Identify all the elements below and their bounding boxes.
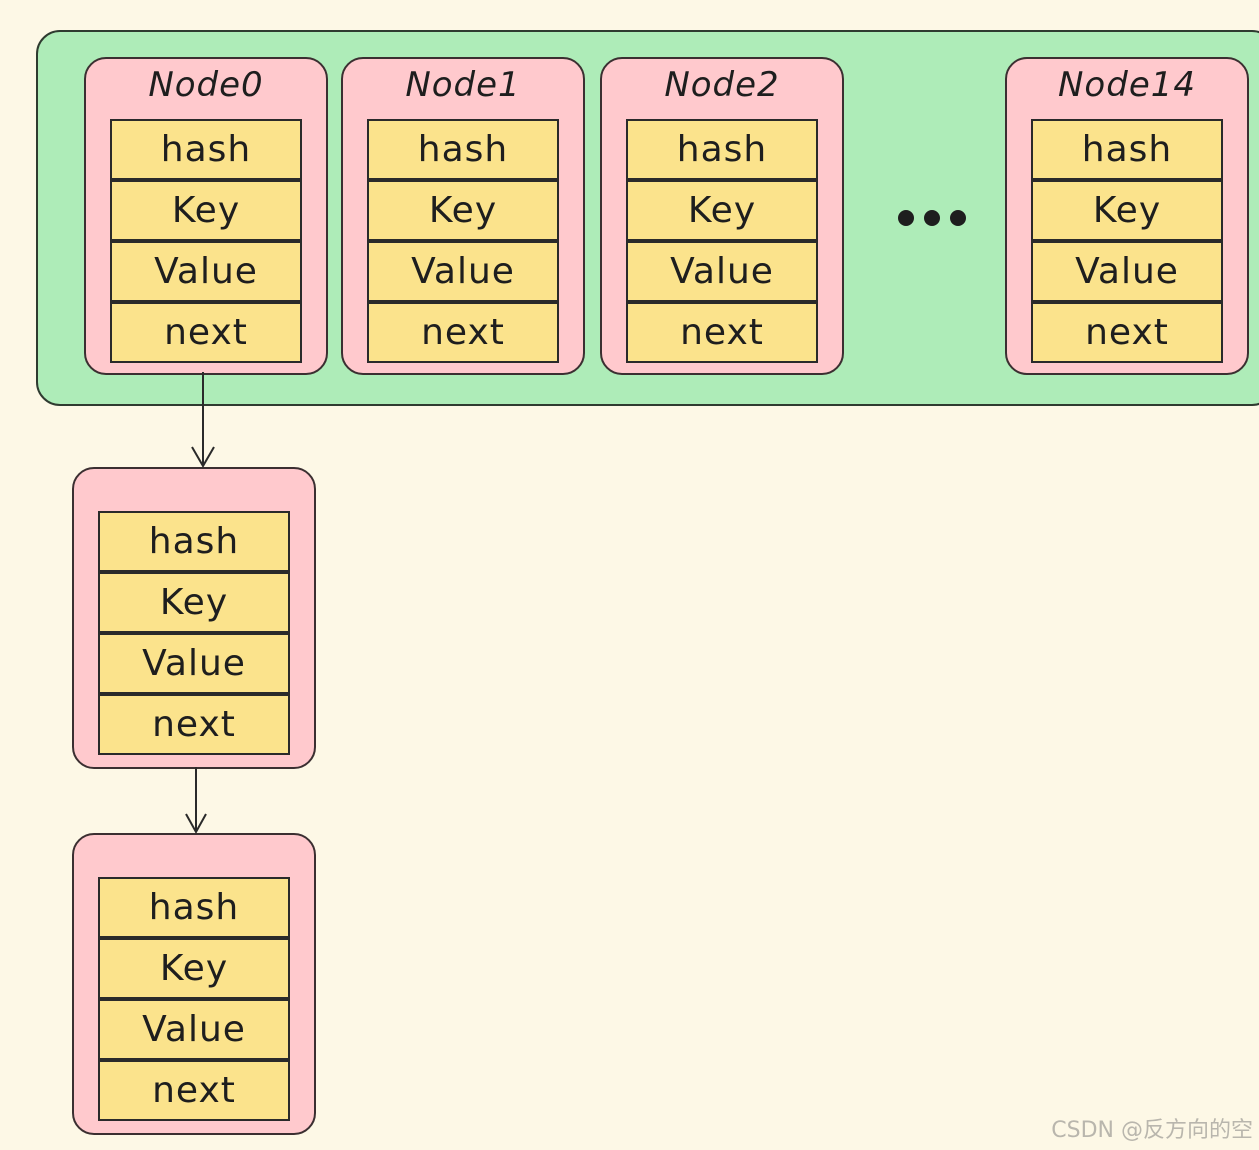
arrow-chain1-to-chain2 (185, 767, 207, 835)
field-value: Value (1031, 241, 1223, 302)
field-value: Value (367, 241, 559, 302)
field-key: Key (98, 572, 290, 633)
node-title: Node1 (405, 65, 521, 105)
field-hash: hash (367, 119, 559, 180)
node-title: Node2 (664, 65, 780, 105)
field-hash: hash (1031, 119, 1223, 180)
watermark: CSDN @反方向的空 (1051, 1118, 1253, 1143)
field-next: next (626, 302, 818, 363)
ellipsis-dot (950, 210, 966, 226)
field-hash: hash (626, 119, 818, 180)
ellipsis-dot (898, 210, 914, 226)
ellipsis-dot (924, 210, 940, 226)
field-next: next (110, 302, 302, 363)
array-node-2: Node2 hash Key Value next (600, 57, 844, 375)
ellipsis-icon (898, 210, 966, 226)
array-node-14: Node14 hash Key Value next (1005, 57, 1249, 375)
field-key: Key (110, 180, 302, 241)
arrow-node0-to-chain1 (191, 372, 215, 468)
field-hash: hash (110, 119, 302, 180)
chain-node-1: hash Key Value next (72, 467, 316, 769)
field-key: Key (98, 938, 290, 999)
field-next: next (367, 302, 559, 363)
field-key: Key (367, 180, 559, 241)
field-hash: hash (98, 511, 290, 572)
field-next: next (98, 694, 290, 755)
node-title: Node0 (148, 65, 264, 105)
field-value: Value (98, 999, 290, 1060)
field-value: Value (98, 633, 290, 694)
field-value: Value (626, 241, 818, 302)
chain-node-2: hash Key Value next (72, 833, 316, 1135)
field-next: next (98, 1060, 290, 1121)
field-key: Key (1031, 180, 1223, 241)
array-node-1: Node1 hash Key Value next (341, 57, 585, 375)
field-value: Value (110, 241, 302, 302)
field-key: Key (626, 180, 818, 241)
field-next: next (1031, 302, 1223, 363)
array-node-0: Node0 hash Key Value next (84, 57, 328, 375)
node-title: Node14 (1058, 65, 1196, 105)
field-hash: hash (98, 877, 290, 938)
